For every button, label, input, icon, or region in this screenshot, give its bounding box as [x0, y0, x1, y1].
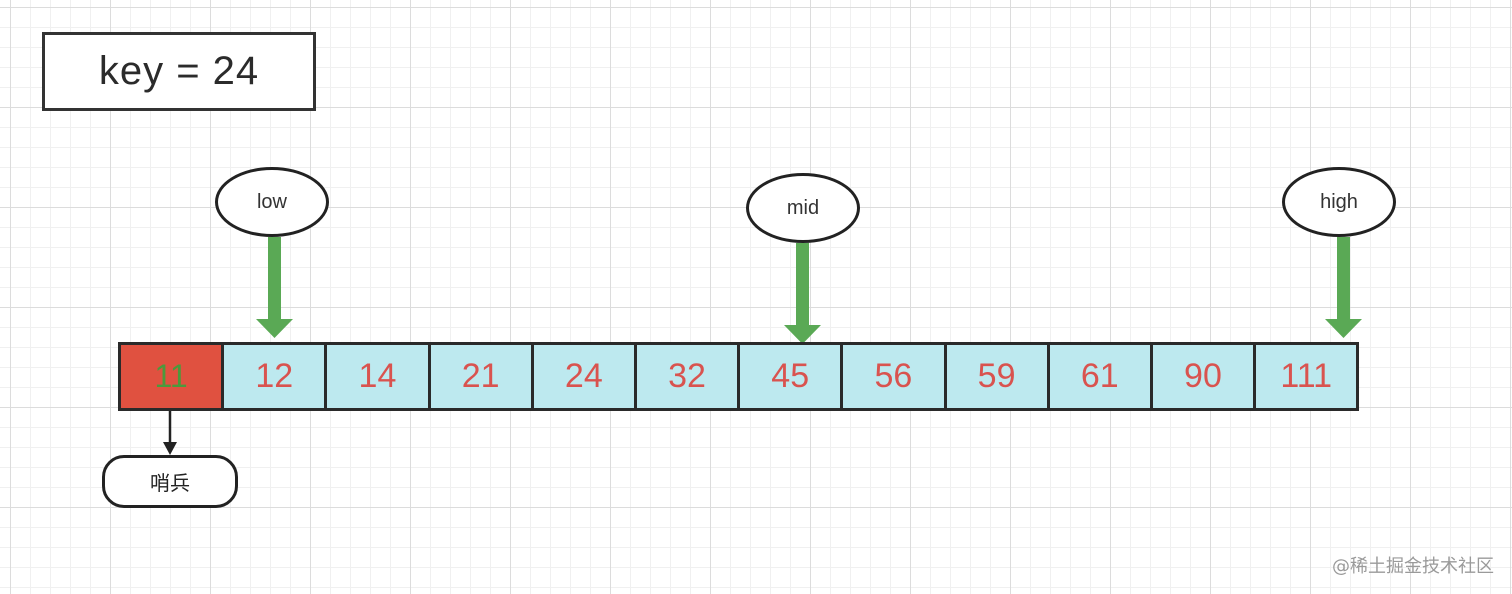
array-cell: 61	[1046, 342, 1153, 411]
key-box: key = 24	[42, 32, 316, 111]
sentinel-label-text: 哨兵	[150, 471, 190, 495]
array-cell: 56	[840, 342, 947, 411]
high-pointer-label: high	[1282, 167, 1396, 237]
sentinel-arrow	[163, 411, 177, 455]
high-pointer-text: high	[1320, 190, 1358, 213]
array-cell: 14	[324, 342, 431, 411]
array-cell: 21	[427, 342, 534, 411]
mid-pointer-text: mid	[786, 196, 820, 219]
mid-pointer-arrow	[784, 243, 821, 344]
array-row: 11 12 14 21 24 32 45 56 59 61 90 111	[118, 342, 1360, 411]
array-cell: 32	[633, 342, 741, 411]
watermark: @稀土掘金技术社区	[1332, 556, 1494, 577]
key-text: key = 24	[98, 49, 260, 93]
array-cell: 45	[737, 342, 844, 411]
array-cell: 90	[1149, 342, 1257, 411]
mid-pointer-label: mid	[746, 173, 860, 243]
array-cell: 111	[1253, 342, 1360, 411]
array-cell-sentinel: 11	[118, 342, 225, 411]
low-pointer-text: low	[256, 190, 287, 213]
high-pointer-arrow	[1325, 237, 1362, 338]
low-pointer-label: low	[215, 167, 329, 237]
array-cell: 59	[943, 342, 1050, 411]
array-cell: 12	[221, 342, 328, 411]
array-cell: 24	[530, 342, 637, 411]
sentinel-label: 哨兵	[102, 455, 238, 508]
low-pointer-arrow	[256, 237, 293, 338]
